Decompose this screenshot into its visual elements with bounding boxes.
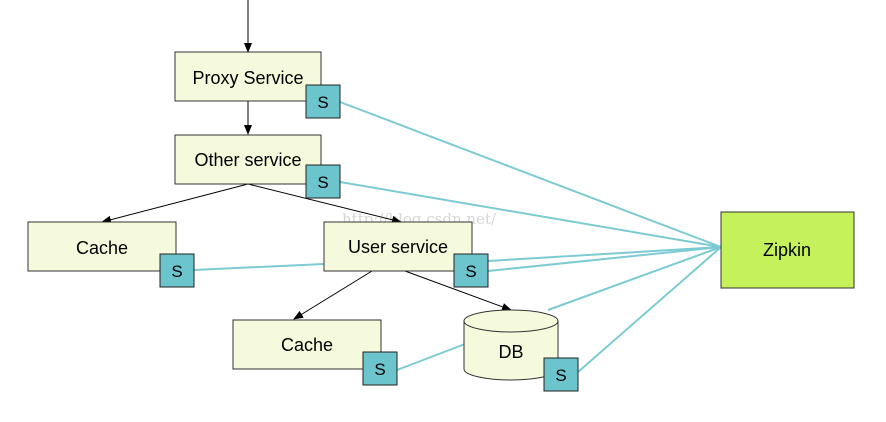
arrow-other-to-cache — [101, 183, 249, 224]
span-marker-other-label: S — [317, 173, 328, 192]
zipkin-label: Zipkin — [763, 240, 811, 260]
cache-bottom-label: Cache — [281, 335, 333, 355]
link-db-zipkin — [547, 246, 722, 311]
span-marker-user — [453, 253, 489, 288]
cache-bottom-node: Cache S — [232, 319, 398, 386]
link-dbs-zipkin — [577, 246, 722, 373]
arrow-user-to-db — [404, 270, 512, 311]
span-marker-db — [543, 357, 579, 392]
link-cache-user — [193, 263, 325, 271]
db-label: DB — [498, 342, 523, 362]
span-marker-db-label: S — [555, 366, 566, 385]
arrow-user-to-cache — [293, 270, 373, 320]
cache-left-node: Cache S — [27, 221, 195, 288]
span-marker-cache-bottom — [362, 351, 398, 386]
span-marker-other — [305, 164, 341, 199]
user-service-node: User service S — [323, 221, 489, 288]
span-marker-cache-left-label: S — [171, 262, 182, 281]
other-service-label: Other service — [194, 150, 301, 170]
cache-left-label: Cache — [76, 238, 128, 258]
db-node: DB S — [463, 309, 579, 392]
proxy-service-label: Proxy Service — [192, 68, 303, 88]
zipkin-node: Zipkin — [720, 211, 855, 289]
other-service-node: Other service S — [174, 134, 341, 199]
flow-arrows — [101, 0, 512, 320]
user-service-label: User service — [348, 237, 448, 257]
link-user-zipkin-1 — [487, 246, 722, 262]
link-cache2-db — [396, 343, 466, 371]
span-marker-cache-bottom-label: S — [374, 360, 385, 379]
arrow-other-to-user — [247, 183, 402, 224]
span-marker-proxy — [305, 84, 341, 119]
link-user-zipkin-2 — [487, 246, 722, 272]
span-marker-proxy-label: S — [317, 93, 328, 112]
link-other-zipkin — [339, 181, 722, 248]
link-proxy-zipkin — [339, 101, 722, 248]
span-marker-cache-left — [159, 253, 195, 288]
zipkin-links — [193, 101, 722, 373]
proxy-service-node: Proxy Service S — [174, 51, 341, 119]
span-marker-user-label: S — [465, 262, 476, 281]
